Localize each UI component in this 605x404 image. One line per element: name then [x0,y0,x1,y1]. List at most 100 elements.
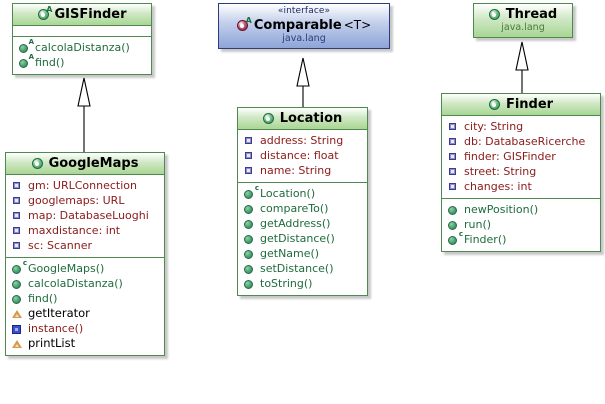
member-label: instance() [28,322,84,335]
member-row[interactable]: calcolaDistanza() [12,276,160,291]
member-label: distance: float [260,149,339,162]
member-label: googlemaps: URL [28,194,125,207]
warning-icon [12,338,23,349]
interface-box-comparable[interactable]: «interface» A Comparable<T> java.lang [218,3,390,49]
member-label: getIterator [28,306,90,320]
member-label: sc: Scanner [28,239,92,252]
member-row[interactable]: name: String [244,163,363,178]
class-name-finder: Finder [505,97,554,112]
member-row[interactable]: setDistance() [244,261,363,276]
class-icon [488,8,503,21]
attribute-icon [12,195,23,206]
member-label: getAddress() [260,217,331,230]
warning-icon [12,308,23,319]
member-row[interactable]: db: DatabaseRicerche [448,134,596,149]
method-icon [244,203,255,214]
member-label: calcolaDistanza() [35,41,130,54]
method-icon [244,278,255,289]
method-icon [244,248,255,259]
member-row[interactable]: maxdistance: int [12,223,160,238]
class-icon [488,98,503,111]
method-icon [448,204,459,215]
member-label: compareTo() [260,202,329,215]
method-icon [244,263,255,274]
interface-header-comparable: «interface» A Comparable<T> java.lang [219,4,389,48]
edge-location-comparable [296,57,310,107]
member-row[interactable]: sc: Scanner [12,238,160,253]
attributes-compartment-googlemaps: gm: URLConnection googlemaps: URL map: D… [6,175,164,257]
member-row[interactable]: changes: int [448,179,596,194]
member-row[interactable]: A calcolaDistanza() [19,39,147,55]
class-header-googlemaps: GoogleMaps [6,153,164,175]
class-box-location[interactable]: Location address: String distance: float… [237,107,368,296]
member-row[interactable]: newPosition() [448,202,596,217]
class-header-gisfinder: A GISFinder [13,4,151,26]
member-row[interactable]: getName() [244,246,363,261]
member-row[interactable]: find() [12,291,160,306]
member-row[interactable]: googlemaps: URL [12,193,160,208]
attribute-icon [448,166,459,177]
member-row[interactable]: map: DatabaseLuoghi [12,208,160,223]
member-label: maxdistance: int [28,224,121,237]
package-label: java.lang [282,33,326,44]
class-header-location: Location [238,108,367,130]
member-row[interactable]: printList [12,336,160,351]
member-label: street: String [464,165,537,178]
interface-name-comparable: Comparable [253,18,342,33]
attribute-icon [12,210,23,221]
class-box-gisfinder[interactable]: A GISFinder A calcolaDistanza() A find() [12,3,152,75]
member-row[interactable]: address: String [244,133,363,148]
member-row[interactable]: c Location() [244,185,363,201]
attribute-icon [244,135,255,146]
member-label: calcolaDistanza() [28,277,123,290]
edge-googlemaps-gisfinder [77,77,91,152]
member-label: gm: URLConnection [28,179,137,192]
member-label: printList [28,336,76,350]
attributes-compartment-finder: city: String db: DatabaseRicerche finder… [442,116,600,198]
member-label: toString() [260,277,313,290]
member-row[interactable]: finder: GISFinder [448,149,596,164]
member-label: getDistance() [260,232,335,245]
class-header-thread: Thread java.lang [474,4,572,37]
member-label: GoogleMaps() [28,262,105,275]
member-label: Location() [260,187,316,200]
member-row[interactable]: getDistance() [244,231,363,246]
member-label: newPosition() [464,203,539,216]
member-row[interactable]: getIterator [12,306,160,321]
member-label: name: String [260,164,332,177]
member-label: changes: int [464,180,532,193]
class-box-googlemaps[interactable]: GoogleMaps gm: URLConnection googlemaps:… [5,152,165,356]
attributes-compartment-gisfinder [13,26,151,36]
class-name-thread: Thread [505,7,558,22]
methods-compartment-location: c Location() compareTo() getAddress() ge… [238,182,367,295]
member-row[interactable]: gm: URLConnection [12,178,160,193]
methods-compartment-finder: newPosition() run() c Finder() [442,198,600,251]
member-row[interactable]: toString() [244,276,363,291]
member-row[interactable]: c GoogleMaps() [12,260,160,276]
attribute-icon [448,181,459,192]
class-icon [262,112,277,125]
member-label: city: String [464,120,524,133]
member-row[interactable]: distance: float [244,148,363,163]
member-row[interactable]: city: String [448,119,596,134]
class-icon [31,157,46,170]
attribute-icon [244,165,255,176]
member-row[interactable]: street: String [448,164,596,179]
member-row[interactable]: getAddress() [244,216,363,231]
attribute-icon [12,225,23,236]
member-row[interactable]: A find() [19,54,147,70]
member-label: find() [28,292,58,305]
class-header-finder: Finder [442,94,600,116]
class-box-finder[interactable]: Finder city: String db: DatabaseRicerche… [441,93,601,252]
member-label: getName() [260,247,320,260]
class-box-thread[interactable]: Thread java.lang [473,3,573,38]
attributes-compartment-location: address: String distance: float name: St… [238,130,367,182]
attribute-icon [12,180,23,191]
member-row[interactable]: run() [448,217,596,232]
member-row[interactable]: instance() [12,321,160,336]
member-row[interactable]: compareTo() [244,201,363,216]
method-abstract-icon: A [19,39,34,53]
class-name-location: Location [279,111,343,126]
member-row[interactable]: c Finder() [448,231,596,247]
member-label: setDistance() [260,262,334,275]
